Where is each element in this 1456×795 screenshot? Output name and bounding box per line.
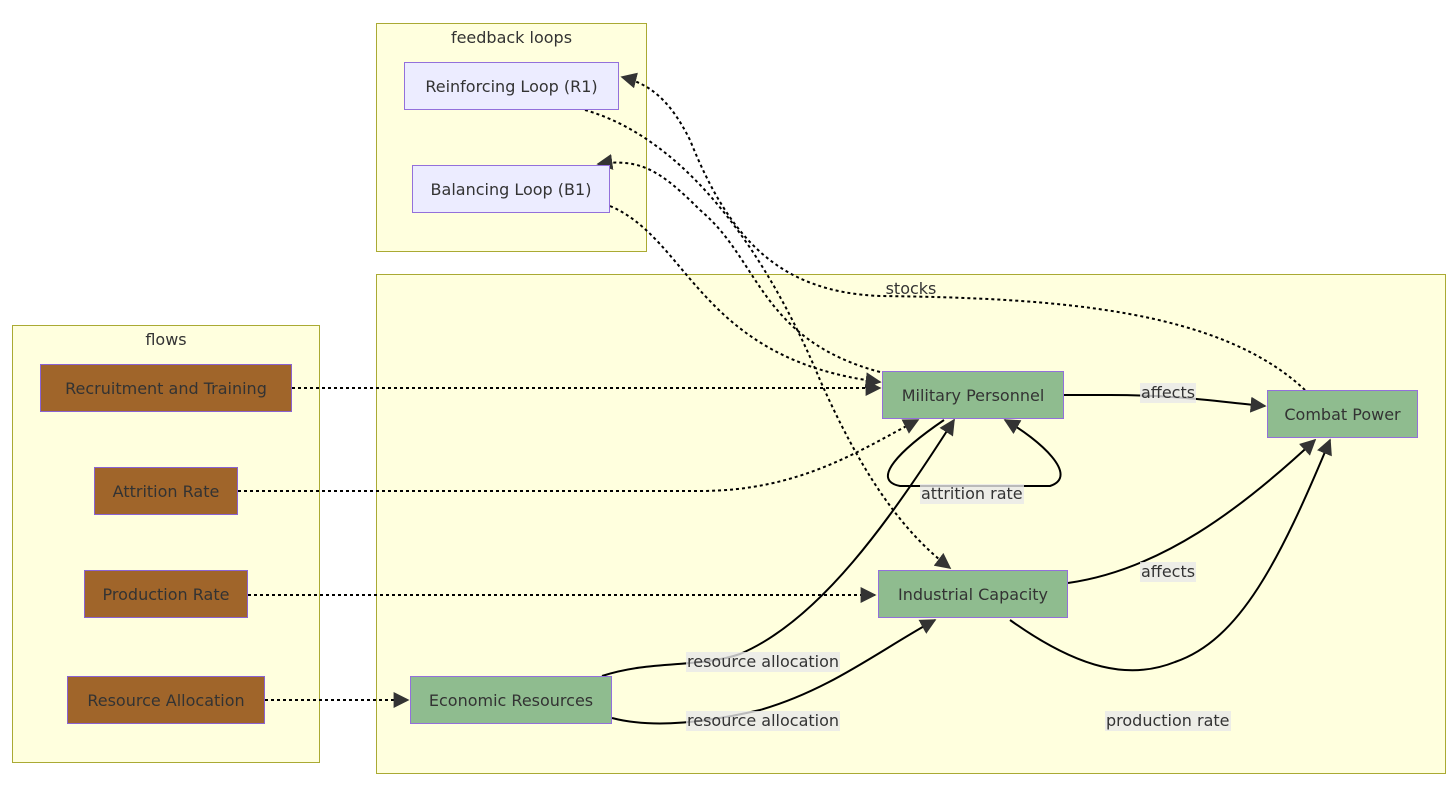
industrial-capacity-node[interactable]: Industrial Capacity bbox=[878, 570, 1068, 618]
combat-power-node[interactable]: Combat Power bbox=[1267, 390, 1418, 438]
resource-allocation-node[interactable]: Resource Allocation bbox=[67, 676, 265, 724]
balancing-loop-node[interactable]: Balancing Loop (B1) bbox=[412, 165, 610, 213]
cluster-flows-title: flows bbox=[145, 330, 187, 349]
edge-label-resource-allocation-industrial: resource allocation bbox=[686, 711, 841, 731]
reinforcing-loop-node[interactable]: Reinforcing Loop (R1) bbox=[404, 62, 619, 110]
edge-label-production-rate: production rate bbox=[1105, 711, 1231, 731]
edge-label-resource-allocation-military: resource allocation bbox=[686, 652, 841, 672]
cluster-feedback-loops: feedback loops bbox=[376, 23, 647, 252]
economic-resources-node[interactable]: Economic Resources bbox=[410, 676, 612, 724]
edge-label-military-affects: affects bbox=[1140, 383, 1197, 403]
edge-label-attrition-rate: attrition rate bbox=[920, 484, 1024, 504]
edge-label-industrial-affects: affects bbox=[1140, 562, 1197, 582]
production-rate-node[interactable]: Production Rate bbox=[84, 570, 248, 618]
military-personnel-node[interactable]: Military Personnel bbox=[882, 371, 1064, 419]
attrition-rate-node[interactable]: Attrition Rate bbox=[94, 467, 238, 515]
cluster-stocks-title: stocks bbox=[885, 279, 937, 298]
cluster-feedback-loops-title: feedback loops bbox=[450, 28, 573, 47]
recruitment-training-node[interactable]: Recruitment and Training bbox=[40, 364, 292, 412]
